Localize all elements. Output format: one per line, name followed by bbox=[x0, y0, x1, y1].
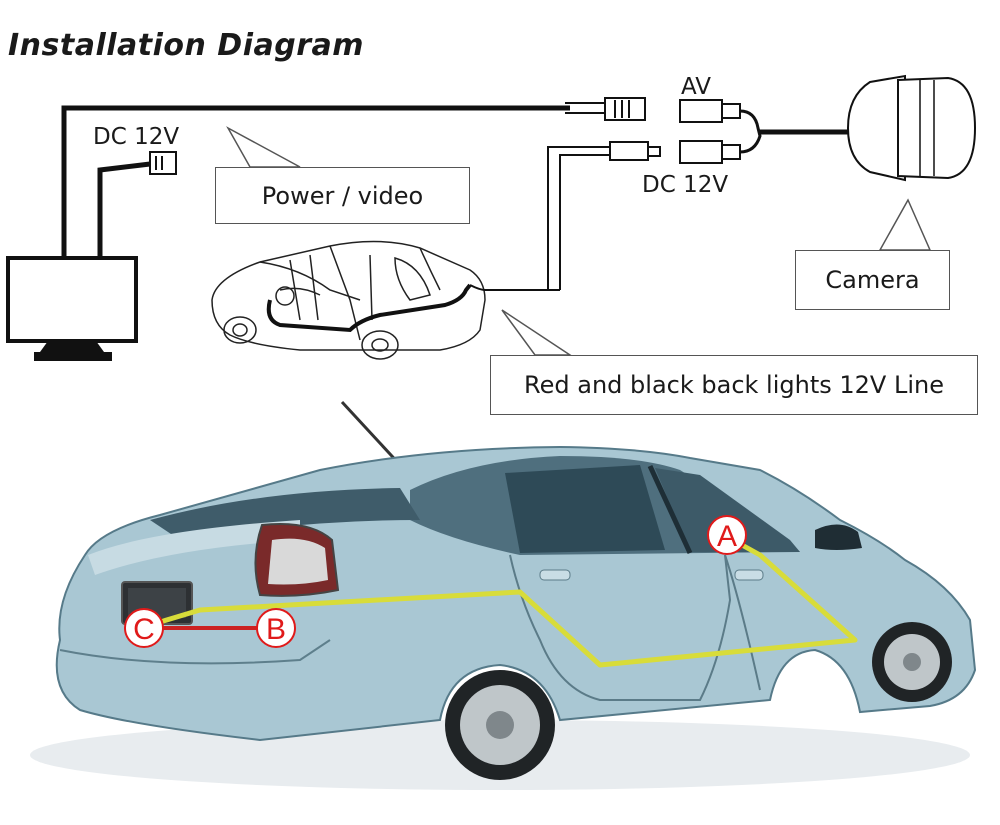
camera-dc-label: DC 12V bbox=[642, 172, 729, 198]
video-cable bbox=[61, 105, 570, 258]
av-connector-icon bbox=[565, 97, 646, 121]
camera-dc-connector-icon bbox=[679, 140, 741, 164]
av-label: AV bbox=[681, 74, 711, 100]
monitor-dc-label: DC 12V bbox=[93, 124, 180, 150]
car-wiring-sketch bbox=[211, 240, 486, 360]
power-video-callout: Power / video bbox=[215, 167, 470, 224]
camera-icon bbox=[846, 74, 977, 182]
svg-text:A: A bbox=[717, 520, 737, 553]
cable-route bbox=[139, 537, 858, 668]
svg-text:C: C bbox=[133, 613, 155, 646]
camera-callout: Camera bbox=[795, 250, 950, 310]
dc-connector-icon bbox=[149, 151, 177, 175]
camera-av-connector-icon bbox=[679, 99, 741, 123]
svg-text:B: B bbox=[266, 613, 286, 646]
car-photo bbox=[30, 400, 977, 790]
monitor-icon bbox=[6, 256, 138, 361]
diagram-title: Installation Diagram bbox=[8, 28, 365, 63]
monitor-power-cable bbox=[97, 161, 151, 258]
point-marker-a: A bbox=[707, 515, 747, 555]
back-lights-callout: Red and black back lights 12V Line bbox=[490, 355, 978, 415]
point-marker-c: C bbox=[124, 608, 164, 648]
point-marker-b: B bbox=[256, 608, 296, 648]
power-connector-icon bbox=[566, 141, 661, 161]
